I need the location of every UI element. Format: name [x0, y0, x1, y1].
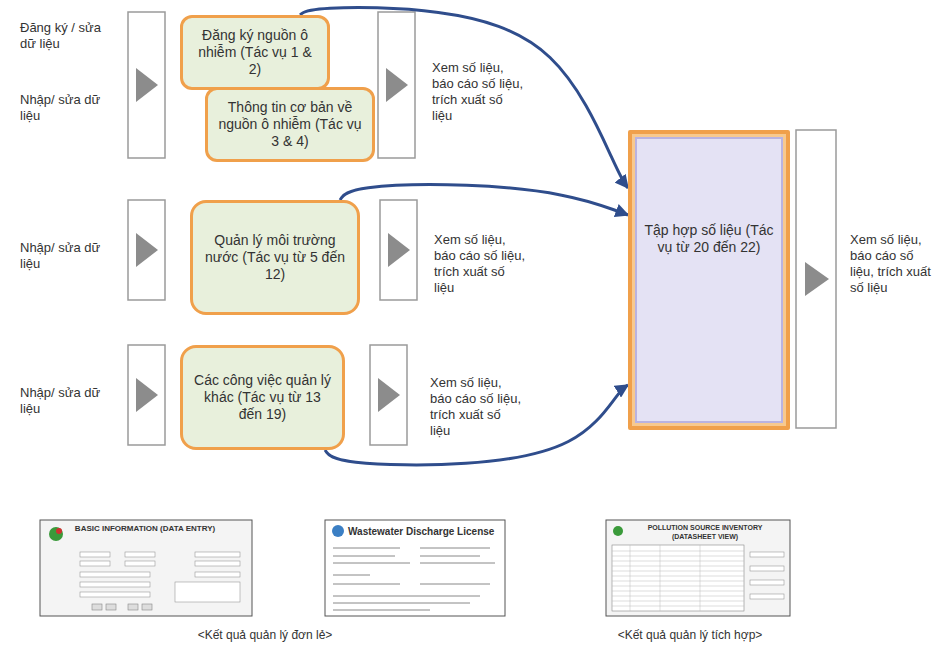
screenshot-basic-info: [40, 520, 252, 616]
node-label: Các công việc quản lý khác (Tác vụ từ 13…: [193, 372, 332, 423]
output-panel: [378, 12, 415, 158]
panel-group: [128, 12, 836, 445]
output-panel: [370, 345, 407, 445]
node-label: Đăng ký nguồn ô nhiễm (Tác vụ 1 & 2): [191, 27, 319, 78]
panel-triangle: [805, 262, 829, 296]
panel-triangle: [378, 378, 400, 412]
input-panel: [128, 345, 165, 445]
flow-note: Xem số liệu, báo cáo số liệu, trích xuất…: [434, 232, 526, 296]
flow-note: Nhập/ sửa dữ liệu: [20, 92, 110, 124]
caption-text: <Kết quả quản lý đơn lẻ>: [170, 628, 360, 643]
node-label: Tập hợp số liệu (Tác vụ từ 20 đến 22): [642, 222, 776, 256]
screenshot-license: [325, 520, 505, 616]
screen-title: POLLUTION SOURCE INVENTORY (DATASHEET VI…: [640, 523, 770, 541]
panel-triangle: [386, 68, 408, 102]
screen-title: Wastewater Discharge License: [348, 525, 500, 538]
screenshot-inventory: [606, 520, 790, 616]
flow-note: Nhập/ sửa dữ liệu: [20, 385, 110, 417]
panel-triangle: [136, 68, 158, 102]
process-box: Các công việc quản lý khác (Tác vụ từ 13…: [180, 345, 345, 450]
process-box: Thông tin cơ bản về nguồn ô nhiễm (Tác v…: [205, 87, 375, 162]
flow-note: Xem số liệu, báo cáo số liệu, trích xuất…: [850, 232, 932, 296]
flow-note: Xem số liệu, báo cáo số liệu, trích xuất…: [432, 60, 524, 124]
node-label: Quản lý môi trường nước (Tác vụ từ 5 đến…: [203, 232, 347, 283]
flow-note: Đăng ký / sửa dữ liệu: [20, 20, 120, 52]
process-box: Đăng ký nguồn ô nhiễm (Tác vụ 1 & 2): [180, 15, 330, 90]
input-panel: [128, 200, 165, 300]
panel-triangle: [136, 233, 158, 267]
node-label: Thông tin cơ bản về nguồn ô nhiễm (Tác v…: [216, 99, 364, 150]
output-panel: [796, 130, 836, 428]
process-box: Quản lý môi trường nước (Tác vụ từ 5 đến…: [190, 200, 360, 315]
caption-text: <Kết quả quản lý tích hợp>: [590, 628, 790, 643]
flow-note: Xem số liệu, báo cáo số liệu, trích xuất…: [430, 375, 522, 439]
panel-triangle: [136, 378, 158, 412]
aggregate-box: Tập hợp số liệu (Tác vụ từ 20 đến 22): [628, 130, 790, 430]
screen-title: BASIC INFORMATION (DATA ENTRY): [70, 524, 220, 534]
flow-note: Nhập/ sửa dữ liệu: [20, 240, 110, 272]
output-panel: [380, 200, 417, 300]
flow-arrow: [340, 185, 628, 215]
input-panel: [128, 12, 165, 158]
panel-triangle: [388, 233, 410, 267]
